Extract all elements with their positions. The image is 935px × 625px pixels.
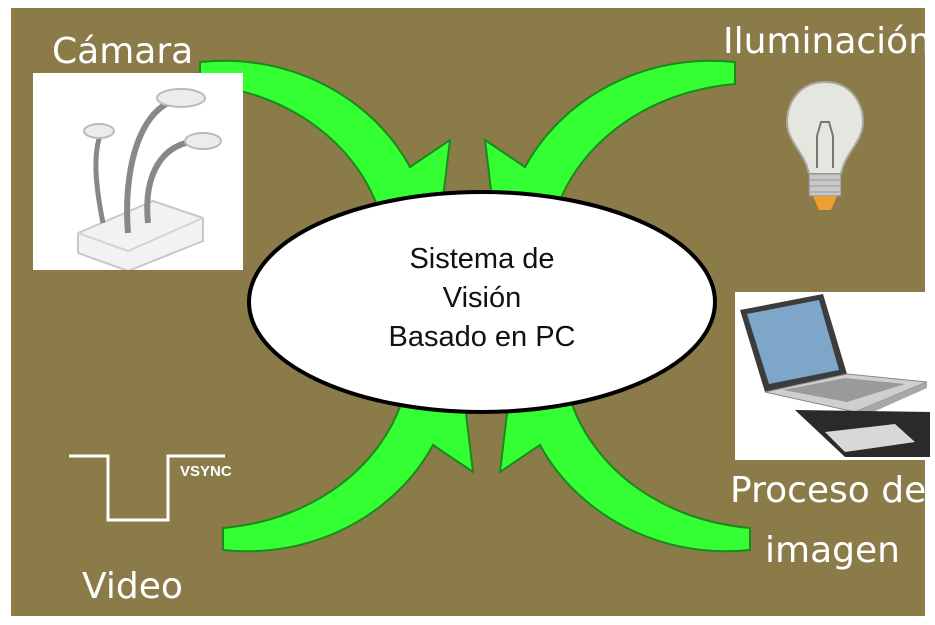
video-label: Video <box>82 566 183 607</box>
central-system-label: Sistema de Visión Basado en PC <box>352 240 612 357</box>
center-line-1: Sistema de <box>409 243 555 275</box>
processing-label-line2: imagen <box>765 530 900 571</box>
vsync-label: VSYNC <box>180 463 232 480</box>
center-line-3: Basado en PC <box>388 321 576 353</box>
document-camera-icon <box>33 73 243 273</box>
processing-label-line1: Proceso de <box>730 470 927 511</box>
lighting-label: Iluminación <box>723 21 932 62</box>
laptop-icon <box>735 292 930 460</box>
central-ellipse <box>247 190 717 414</box>
vsync-signal-icon <box>69 454 225 522</box>
camera-label: Cámara <box>52 31 194 72</box>
light-bulb-icon <box>785 78 865 218</box>
center-line-2: Visión <box>442 282 522 314</box>
